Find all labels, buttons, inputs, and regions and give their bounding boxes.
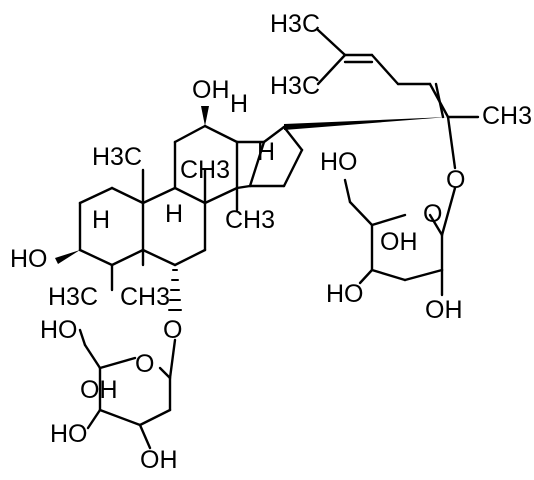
label-h3c-c4: H3C [48, 283, 98, 311]
ho-3-wedge [55, 250, 80, 264]
label-oh-r1-2: OH [425, 296, 463, 324]
label-ch3-side: CH3 [482, 102, 532, 130]
label-ch3-c8: CH3 [180, 156, 230, 184]
glucose-2-bonds [78, 328, 177, 450]
label-o-ring1: O [423, 200, 442, 228]
label-h-14: H [257, 138, 275, 166]
label-ho-6p2: HO [40, 316, 78, 344]
label-h-5: H [92, 206, 110, 234]
label-ho-3: HO [10, 245, 48, 273]
label-h3c-top: H3C [270, 10, 320, 38]
label-h-9: H [165, 200, 183, 228]
ring-d-bonds [248, 125, 304, 188]
label-oh-12: OH [192, 76, 230, 104]
ring-c-bonds [173, 124, 266, 205]
side-chain-stereo-wedges [284, 117, 448, 130]
label-h3c-mid: H3C [270, 72, 320, 100]
oh-12-wedge [201, 106, 209, 126]
ring-b-bonds [141, 186, 207, 267]
label-ch3-c14: CH3 [225, 206, 275, 234]
ring-a-bonds [78, 186, 145, 292]
label-oh-r2-3: OH [80, 376, 118, 404]
side-chain-bonds [316, 28, 480, 170]
label-oh-r2-2: OH [140, 446, 178, 474]
label-ho-6p1: HO [320, 148, 358, 176]
label-ho-r1-4: HO [326, 280, 364, 308]
hashed-bond-c6-o [168, 269, 182, 311]
label-ho-r2-4: HO [50, 420, 88, 448]
label-h-17: H [230, 90, 248, 118]
label-oh-r1-3: OH [380, 228, 418, 256]
glucose-1-bonds [343, 178, 457, 297]
label-o-glyc2: O [163, 316, 182, 344]
methyl-bonds [141, 168, 239, 212]
label-h3c-c10: H3C [92, 143, 142, 171]
label-o-glyc1: O [446, 166, 465, 194]
label-ch3-c4: CH3 [120, 283, 170, 311]
label-o-ring2: O [135, 350, 154, 378]
